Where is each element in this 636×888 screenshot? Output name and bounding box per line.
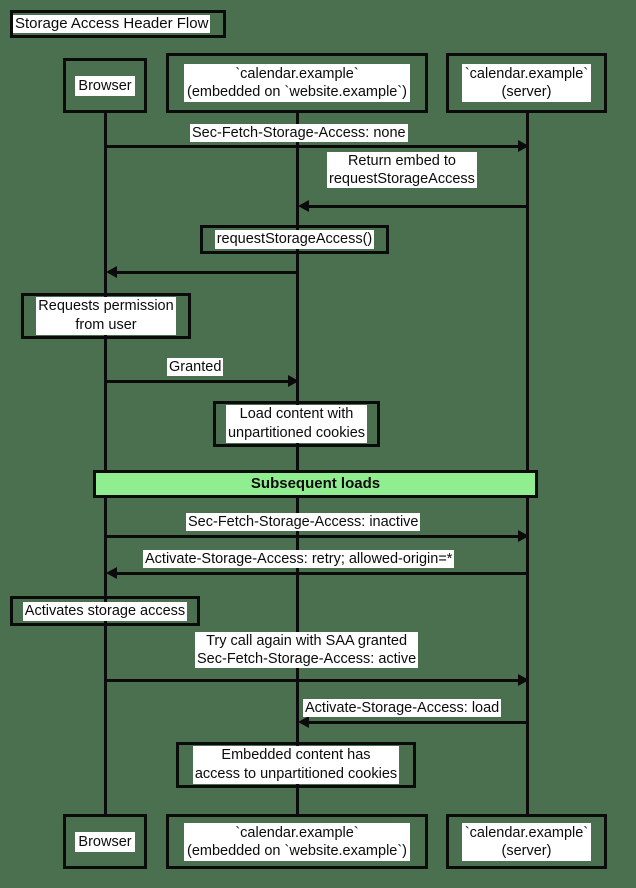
- actor-foot-embed-label: `calendar.example` (embedded on `website…: [183, 822, 411, 861]
- actor-head-server-label: `calendar.example` (server): [461, 64, 592, 102]
- message-arrow-line-m5: [105, 535, 520, 538]
- actor-head-browser[interactable]: Browser: [63, 58, 147, 113]
- message-arrow-head-m2: [298, 200, 309, 212]
- lifeline-server: [526, 113, 529, 815]
- message-label-m6: Activate-Storage-Access: retry; allowed-…: [143, 550, 455, 568]
- message-arrow-head-m8: [298, 716, 309, 728]
- message-label-m5: Sec-Fetch-Storage-Access: inactive: [186, 513, 421, 531]
- actor-foot-server-label: `calendar.example` (server): [461, 822, 592, 861]
- message-arrow-head-m4: [288, 375, 299, 387]
- message-arrow-line-m2: [308, 205, 528, 208]
- message-label-m8: Activate-Storage-Access: load: [303, 699, 502, 717]
- divider-subsequent-loads: Subsequent loads: [93, 470, 538, 498]
- note-requests-permission-label: Requests permission from user: [36, 297, 176, 335]
- message-arrow-line-m6: [116, 572, 528, 575]
- diagram-title: Storage Access Header Flow: [13, 15, 211, 33]
- actor-foot-browser-label: Browser: [75, 831, 135, 852]
- actor-head-embed[interactable]: `calendar.example` (embedded on `website…: [166, 53, 428, 113]
- note-load-content: Load content with unpartitioned cookies: [213, 401, 380, 447]
- note-load-content-label: Load content with unpartitioned cookies: [225, 405, 368, 443]
- note-requests-permission: Requests permission from user: [21, 293, 191, 339]
- actor-head-embed-label: `calendar.example` (embedded on `website…: [183, 64, 411, 102]
- message-arrow-line-m4: [105, 380, 291, 383]
- diagram-title-box: Storage Access Header Flow: [10, 10, 226, 38]
- lifeline-browser: [104, 113, 107, 815]
- actor-foot-browser[interactable]: Browser: [63, 814, 147, 869]
- note-embedded-content-access-label: Embedded content has access to unpartiti…: [192, 746, 400, 784]
- note-activates-storage-access: Activates storage access: [10, 596, 200, 626]
- message-arrow-line-m7: [105, 679, 520, 682]
- lifeline-embed: [296, 113, 299, 815]
- message-arrow-head-m7: [518, 674, 529, 686]
- message-label-m2: Return embed to requestStorageAccess: [327, 152, 477, 188]
- note-activates-storage-access-label: Activates storage access: [22, 601, 188, 621]
- message-label-m1: Sec-Fetch-Storage-Access: none: [190, 124, 408, 142]
- message-label-m4: Granted: [167, 358, 224, 376]
- message-arrow-line-m3: [116, 271, 298, 274]
- message-arrow-head-m3: [106, 266, 117, 278]
- message-label-m7: Try call again with SAA granted Sec-Fetc…: [195, 632, 419, 668]
- message-arrow-line-m8: [308, 721, 528, 724]
- message-arrow-head-m1: [518, 140, 529, 152]
- note-embedded-content-access: Embedded content has access to unpartiti…: [176, 742, 416, 788]
- divider-subsequent-loads-label: Subsequent loads: [250, 475, 381, 492]
- note-request-storage-access: requestStorageAccess(): [200, 225, 389, 254]
- message-arrow-head-m6: [106, 567, 117, 579]
- actor-head-server[interactable]: `calendar.example` (server): [446, 53, 607, 113]
- actor-foot-server[interactable]: `calendar.example` (server): [446, 814, 607, 869]
- actor-foot-embed[interactable]: `calendar.example` (embedded on `website…: [166, 814, 428, 869]
- message-arrow-head-m5: [518, 530, 529, 542]
- message-arrow-line-m1: [105, 145, 520, 148]
- actor-head-browser-label: Browser: [75, 75, 135, 96]
- note-request-storage-access-label: requestStorageAccess(): [214, 230, 375, 249]
